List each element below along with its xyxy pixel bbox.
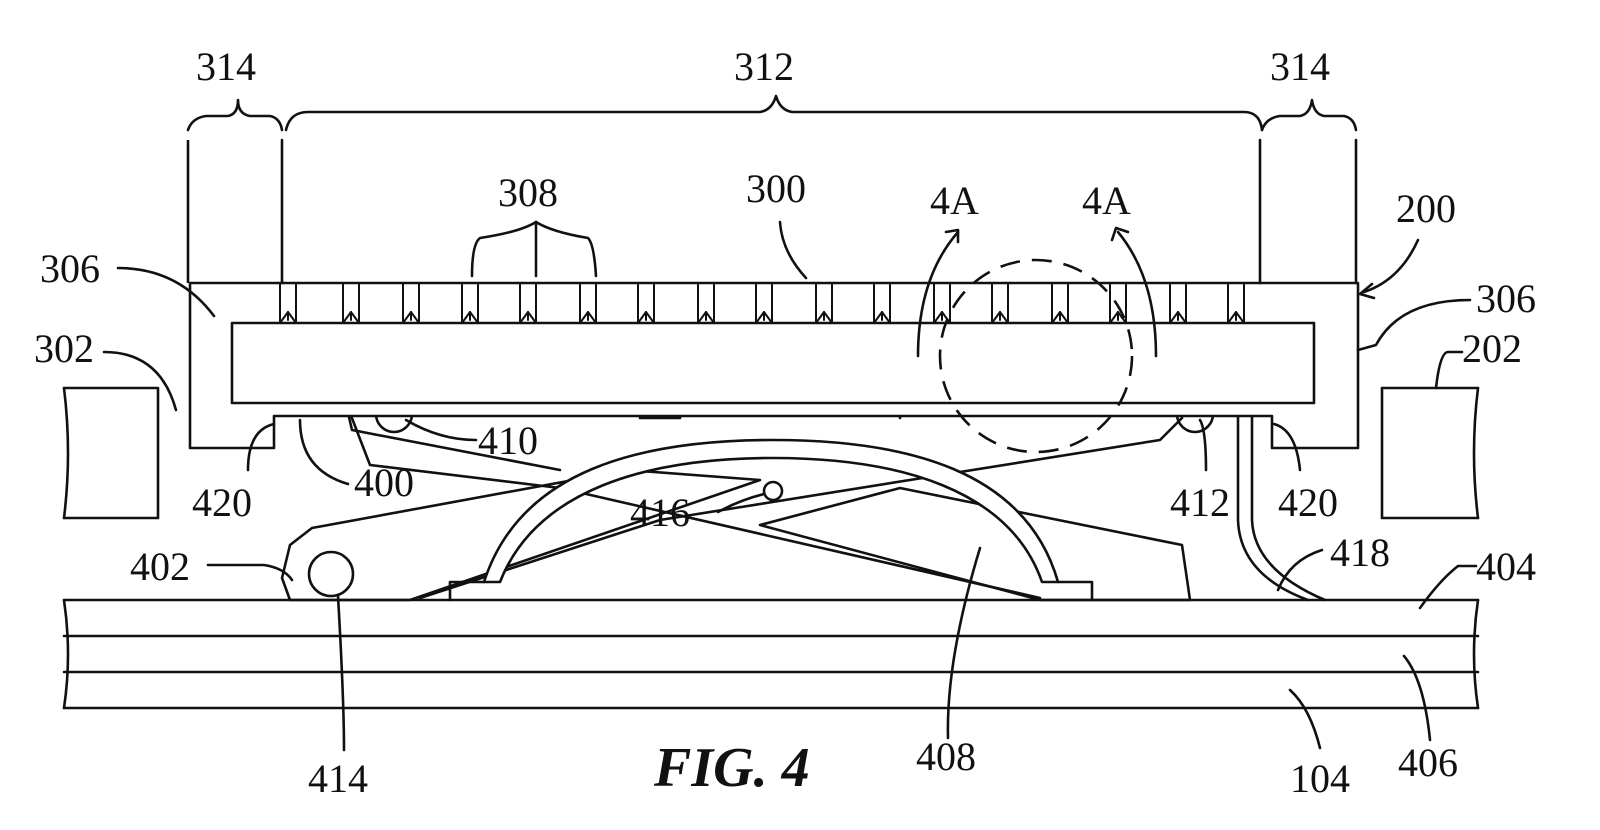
- label-314-right: 314: [1270, 44, 1330, 89]
- figure-caption: FIG. 4: [653, 737, 810, 799]
- label-410: 410: [478, 418, 538, 463]
- label-400: 400: [354, 460, 414, 505]
- dimension-braces: [186, 94, 1358, 285]
- label-202: 202: [1462, 326, 1522, 371]
- label-414: 414: [308, 756, 368, 801]
- label-402: 402: [130, 544, 190, 589]
- label-4a-right: 4A: [1082, 178, 1131, 223]
- label-406: 406: [1398, 740, 1458, 785]
- reference-labels: 314 312 314 308 300 4A 4A 200 306 306 30…: [34, 44, 1536, 801]
- label-308: 308: [498, 170, 558, 215]
- label-420-right: 420: [1278, 480, 1338, 525]
- label-312: 312: [734, 44, 794, 89]
- leader-lines: [102, 220, 1478, 752]
- label-412: 412: [1170, 480, 1230, 525]
- label-300: 300: [746, 166, 806, 211]
- housings: [62, 386, 1480, 520]
- label-302: 302: [34, 326, 94, 371]
- label-306-left: 306: [40, 246, 100, 291]
- light-guide-columns: [279, 282, 1245, 324]
- label-416: 416: [630, 490, 690, 535]
- base-layers: [62, 598, 1480, 710]
- label-404: 404: [1476, 544, 1536, 589]
- label-314-left: 314: [196, 44, 256, 89]
- detail-circle-4a: [938, 258, 1134, 454]
- label-104: 104: [1290, 756, 1350, 801]
- scissor-mechanism: [280, 394, 1327, 602]
- label-200: 200: [1396, 186, 1456, 231]
- label-4a-left: 4A: [930, 178, 979, 223]
- label-420-left: 420: [192, 480, 252, 525]
- label-408: 408: [916, 734, 976, 779]
- label-306-right: 306: [1476, 276, 1536, 321]
- keycap-assembly: [188, 281, 1360, 450]
- label-418: 418: [1330, 530, 1390, 575]
